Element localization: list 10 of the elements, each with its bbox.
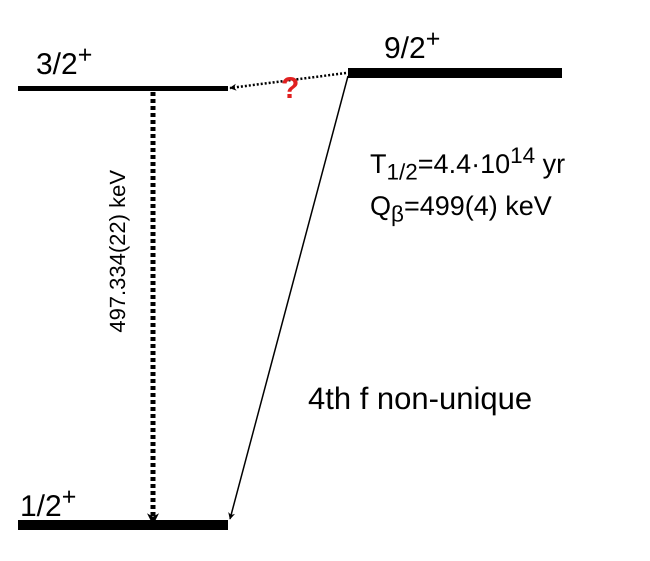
question-mark: ? [281, 72, 300, 106]
level-spin-label: 3/2$^{+}$ [36, 40, 92, 82]
transition-arrow [228, 76, 349, 520]
level-spin-label: 9/2$^{+}$ [384, 24, 440, 66]
half-life-label: T$_{1/2}$=4.4·10$^{14}$ yr [370, 142, 566, 186]
transition-energy-label: 497.334(22) keV [105, 170, 131, 333]
level-spin-label: 1/2$^{+}$ [20, 482, 76, 524]
transition-arrow [229, 72, 346, 91]
q-value-label: Q$_{β}$=499(4) keV [370, 190, 552, 228]
decay-type-label: 4th f non-unique [308, 383, 532, 415]
